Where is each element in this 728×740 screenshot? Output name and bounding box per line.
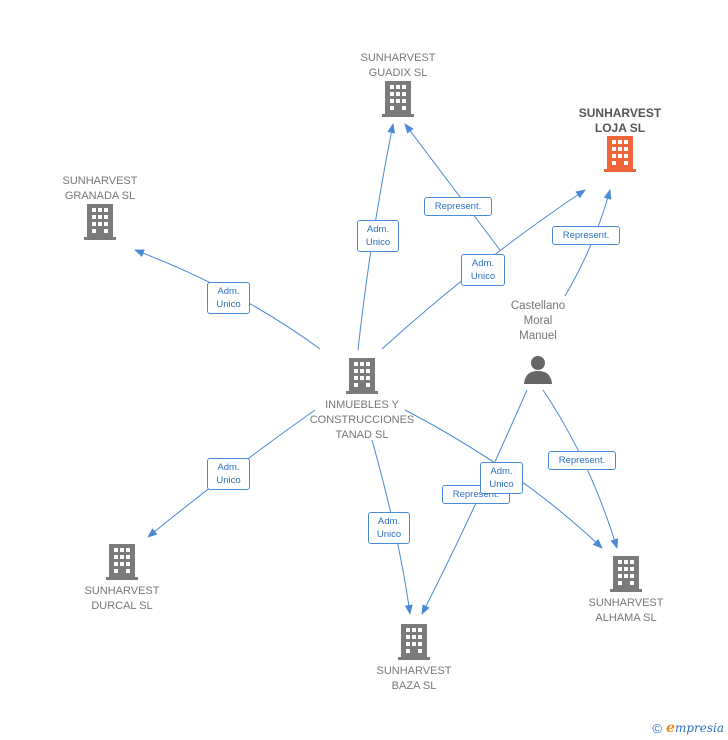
node-sunharvest-durcal[interactable]: SUNHARVEST DURCAL SL <box>62 544 182 614</box>
building-icon <box>106 544 138 580</box>
copyright-icon: © <box>652 720 663 736</box>
node-label: SUNHARVEST GRANADA SL <box>62 175 138 202</box>
node-label: SUNHARVEST BAZA SL <box>376 665 452 692</box>
edge-person-baza <box>421 389 528 615</box>
edge-label-adm-loja[interactable]: Adm. Unico <box>461 254 505 286</box>
building-icon <box>398 624 430 660</box>
edge-label-rep-loja[interactable]: Represent. <box>552 226 620 245</box>
node-label: SUNHARVEST GUADIX SL <box>360 52 436 79</box>
edge-label-adm-baza[interactable]: Adm. Unico <box>368 512 410 544</box>
node-sunharvest-alhama[interactable]: SUNHARVEST ALHAMA SL <box>566 556 686 626</box>
edge-label-adm-durcal[interactable]: Adm. Unico <box>207 458 250 490</box>
node-label: Castellano Moral Manuel <box>510 300 566 342</box>
node-inmuebles-tanad[interactable]: INMUEBLES Y CONSTRUCCIONES TANAD SL <box>302 358 422 443</box>
building-icon <box>84 204 116 240</box>
edge-label-rep-guadix[interactable]: Represent. <box>424 197 492 216</box>
edge-label-adm-alhama[interactable]: Adm. Unico <box>480 462 523 494</box>
building-icon <box>382 81 414 117</box>
edge-person-guadix <box>404 123 501 251</box>
node-label: SUNHARVEST DURCAL SL <box>84 585 160 612</box>
building-icon <box>346 358 378 394</box>
node-person-castellano[interactable]: Castellano Moral Manuel <box>478 299 598 384</box>
node-label: SUNHARVEST LOJA SL <box>578 106 662 135</box>
node-sunharvest-guadix[interactable]: SUNHARVEST GUADIX SL <box>338 51 458 117</box>
edge-label-rep-alhama[interactable]: Represent. <box>548 451 616 470</box>
node-label: INMUEBLES Y CONSTRUCCIONES TANAD SL <box>309 399 415 441</box>
edge-label-adm-granada[interactable]: Adm. Unico <box>207 282 250 314</box>
edge-label-adm-guadix[interactable]: Adm. Unico <box>357 220 399 252</box>
node-label: SUNHARVEST ALHAMA SL <box>588 597 664 624</box>
building-icon <box>604 136 636 172</box>
building-icon <box>610 556 642 592</box>
brand-logo[interactable]: empresia <box>666 720 724 736</box>
node-sunharvest-baza[interactable]: SUNHARVEST BAZA SL <box>354 624 474 694</box>
brand-footer: © empresia <box>652 720 724 736</box>
node-sunharvest-granada[interactable]: SUNHARVEST GRANADA SL <box>40 174 160 240</box>
node-sunharvest-loja[interactable]: SUNHARVEST LOJA SL <box>560 106 680 172</box>
person-icon <box>524 356 552 384</box>
